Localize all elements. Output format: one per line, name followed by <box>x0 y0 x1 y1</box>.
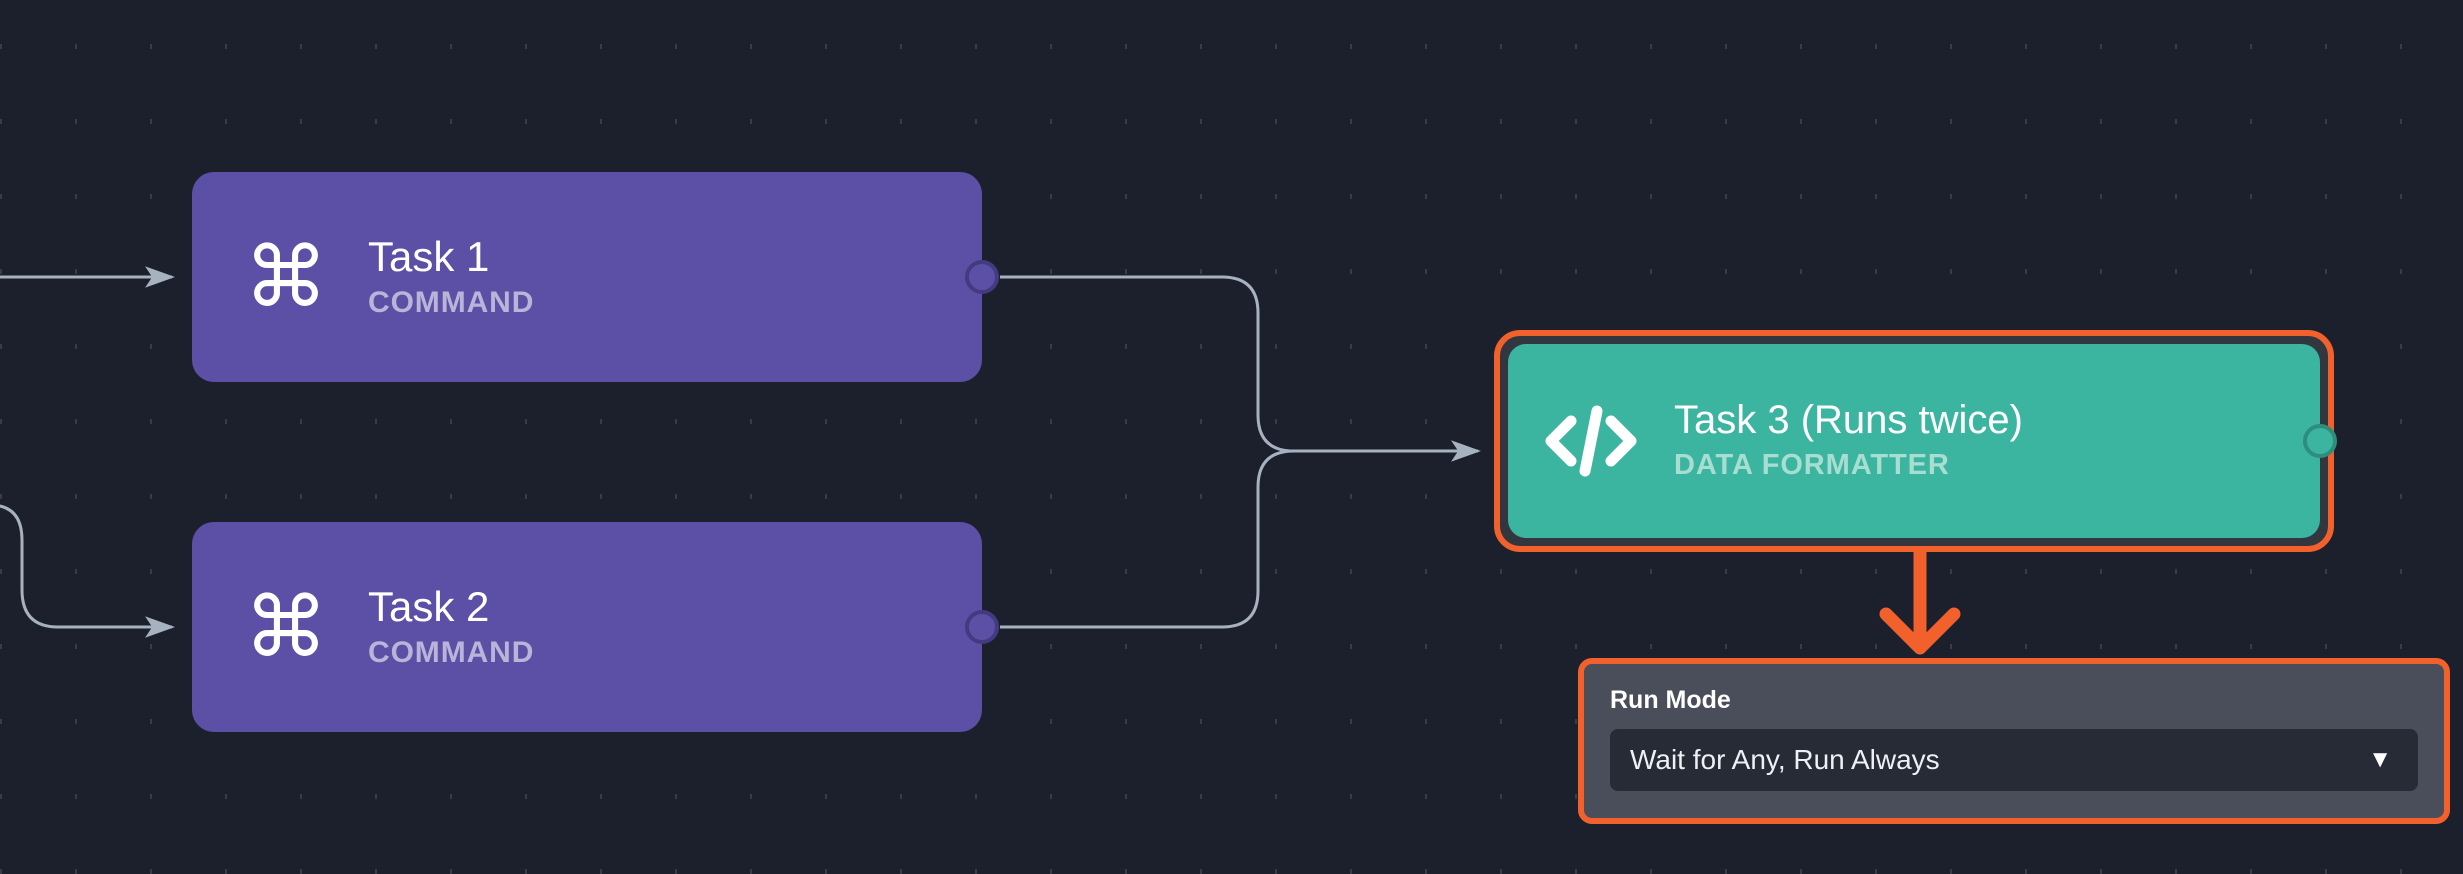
run-mode-selected-value: Wait for Any, Run Always <box>1630 744 1940 775</box>
edge-task-1-to-task-3 <box>1000 275 1295 453</box>
node-task-3-title: Task 3 (Runs twice) <box>1674 398 2023 443</box>
command-icon-glyph: ⌘ <box>244 578 328 676</box>
node-task-1-title: Task 1 <box>368 232 490 280</box>
output-port-task-3[interactable] <box>2303 424 2337 458</box>
selection-highlight-task-3: Task 3 (Runs twice) DATA FORMATTER <box>1494 330 2337 552</box>
run-mode-panel: Run Mode Wait for Any, Run Always ▼ <box>1578 658 2450 824</box>
node-task-1[interactable]: ⌘ Task 1 COMMAND <box>192 172 999 382</box>
node-task-3-subtitle: DATA FORMATTER <box>1674 449 1950 482</box>
edge-task-2-to-task-3 <box>1000 449 1295 629</box>
node-task-1-labels: Task 1 COMMAND <box>368 233 534 322</box>
node-task-2[interactable]: ⌘ Task 2 COMMAND <box>192 522 999 732</box>
chevron-down-icon: ▼ <box>2368 746 2392 773</box>
command-icon-glyph: ⌘ <box>244 228 328 326</box>
node-task-3[interactable]: Task 3 (Runs twice) DATA FORMATTER <box>1508 344 2337 538</box>
node-task-2-title: Task 2 <box>368 582 490 630</box>
edge-in-task-2 <box>0 504 175 638</box>
output-port-task-2[interactable] <box>965 610 999 644</box>
command-icon: ⌘ <box>222 235 350 319</box>
annotation-arrow-down <box>1879 548 1961 655</box>
run-mode-select[interactable]: Wait for Any, Run Always ▼ <box>1610 729 2418 791</box>
command-icon: ⌘ <box>222 585 350 669</box>
node-task-2-labels: Task 2 COMMAND <box>368 583 534 672</box>
node-task-3-labels: Task 3 (Runs twice) DATA FORMATTER <box>1674 398 2023 483</box>
code-icon <box>1532 404 1650 478</box>
node-task-1-subtitle: COMMAND <box>368 285 535 319</box>
run-mode-label: Run Mode <box>1610 686 1731 714</box>
node-task-2-subtitle: COMMAND <box>368 635 535 669</box>
output-port-task-1[interactable] <box>965 260 999 294</box>
